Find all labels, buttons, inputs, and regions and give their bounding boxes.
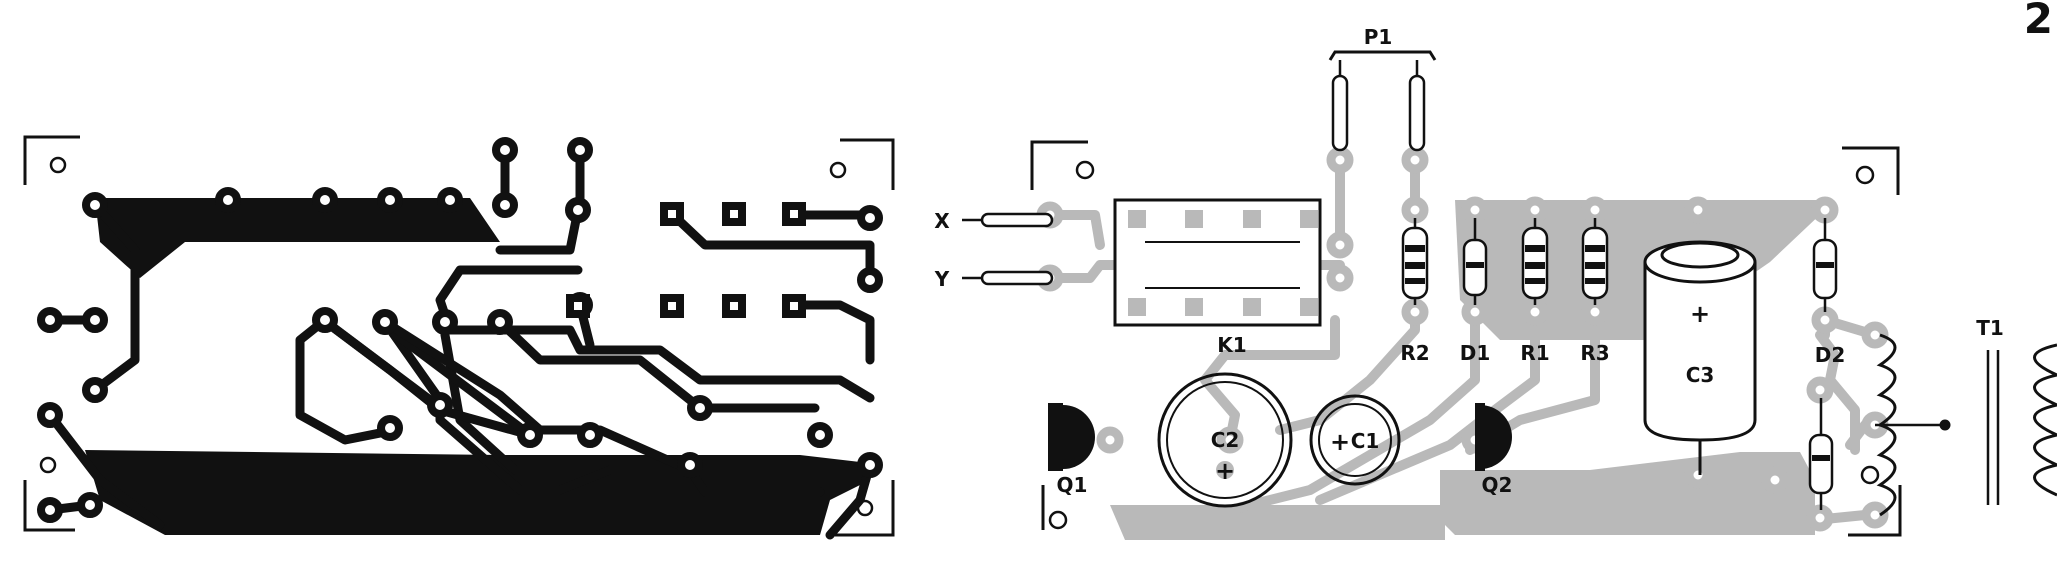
transistor-q1 [1063, 405, 1095, 469]
diode-d2 [1812, 238, 1838, 300]
capacitor-c3 [1643, 240, 1757, 475]
label-r1: R1 [1520, 341, 1549, 365]
corner-mark [23, 480, 75, 532]
label-p1: P1 [1364, 25, 1393, 49]
polarity-plus-c1: + [1330, 428, 1350, 456]
label-c3: C3 [1686, 363, 1715, 387]
relay-k1 [1113, 198, 1322, 327]
label-d2: D2 [1815, 343, 1846, 367]
label-q2: Q2 [1482, 473, 1513, 497]
label-k1: K1 [1217, 333, 1246, 357]
copper-side-layout [23, 135, 895, 540]
overlay-area-top [1455, 200, 1825, 340]
diode-d3 [1808, 433, 1834, 495]
label-r3: R3 [1580, 341, 1609, 365]
p1-lead-left [1331, 74, 1349, 152]
transformer-t1 [1875, 333, 2057, 517]
label-r2: R2 [1400, 341, 1429, 365]
label-c1: C1 [1351, 429, 1380, 453]
label-t1: T1 [1976, 316, 2004, 340]
x-wire [980, 212, 1054, 228]
corner-mark [840, 138, 895, 190]
capacitor-c1 [1309, 394, 1401, 486]
component-side-layout: P1 X Y K1 R2 D1 R1 R3 C3 D2 T1 C2 C1 Q1 … [934, 25, 2057, 540]
label-q1: Q1 [1057, 473, 1088, 497]
y-wire [980, 270, 1054, 286]
capacitor-c2 [1157, 372, 1293, 508]
corner-mark [835, 480, 895, 537]
p1-bracket [1328, 50, 1437, 61]
polarity-plus-c2: + [1215, 457, 1235, 485]
label-c2: C2 [1211, 428, 1240, 452]
page-number: 2 [2023, 0, 2053, 43]
transistor-q2 [1480, 405, 1512, 469]
polarity-plus-c3: + [1690, 300, 1710, 328]
p1-lead-right [1408, 74, 1426, 152]
label-d1: D1 [1460, 341, 1491, 365]
copper-area-top [95, 198, 500, 278]
label-y: Y [934, 267, 950, 291]
corner-mark [23, 135, 80, 185]
label-x: X [934, 209, 950, 233]
overlay-area-bottom [1440, 452, 1815, 535]
